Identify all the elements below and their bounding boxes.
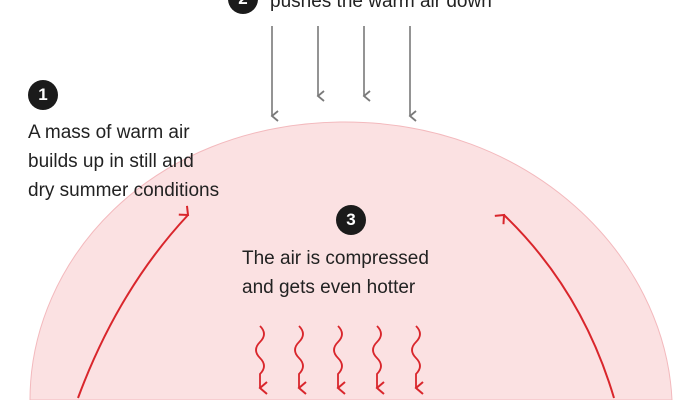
curved-arrow-icon — [77, 205, 190, 399]
circulation-arrows — [77, 205, 615, 399]
wavy-arrow-down-icon — [294, 325, 307, 395]
step-3-text: The air is compressed and gets even hott… — [242, 248, 429, 298]
wavy-arrow-down-icon — [255, 325, 268, 395]
wavy-arrow-down-icon — [411, 325, 424, 395]
step-3-badge: 3 — [336, 205, 366, 235]
curved-arrow-icon — [494, 213, 615, 399]
wavy-arrow-down-icon — [333, 325, 346, 395]
step-1-text: A mass of warm air builds up in still an… — [28, 122, 220, 201]
pressure-arrows — [270, 26, 417, 122]
heat-arrows — [255, 325, 424, 395]
step-2-text: pushes the warm air down — [270, 0, 492, 12]
step-2-badge: 2 — [228, 0, 258, 14]
wavy-arrow-down-icon — [372, 325, 385, 395]
heat-dome — [29, 121, 673, 400]
step-1-badge: 1 — [28, 80, 58, 110]
